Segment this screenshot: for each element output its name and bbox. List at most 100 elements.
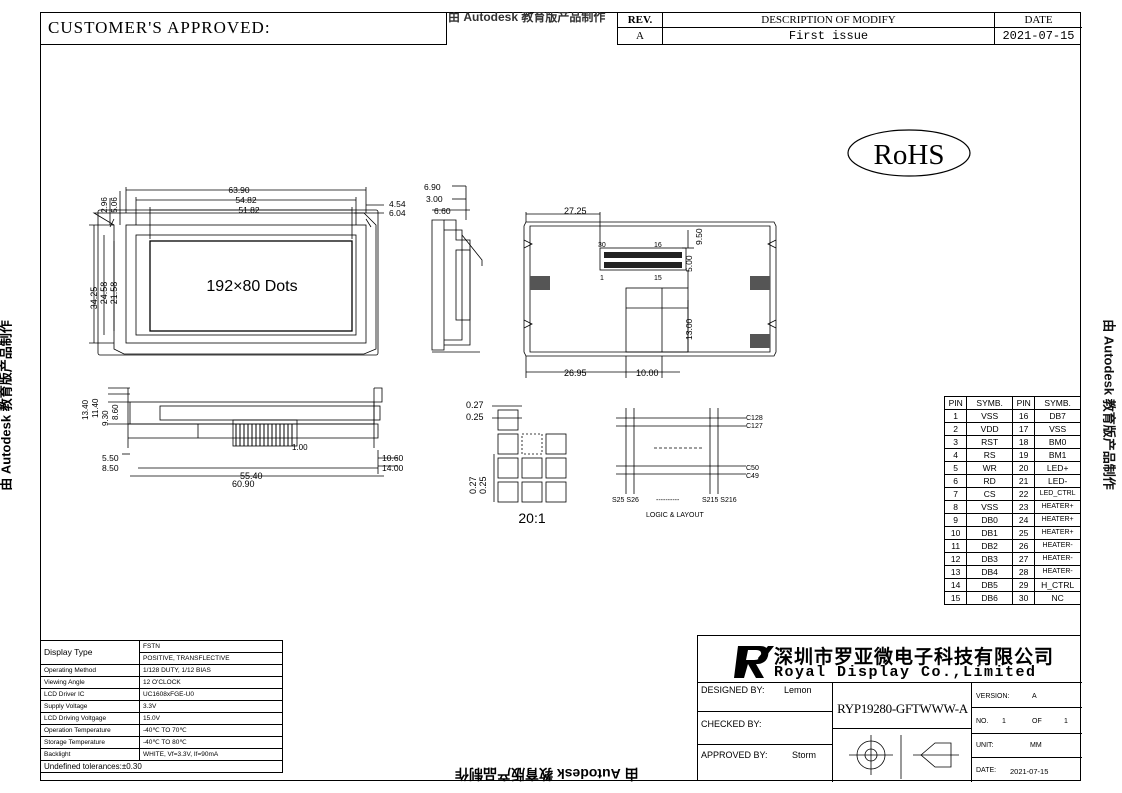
dim-0-27-top: 0.27 <box>466 400 484 410</box>
pin-symbol: RS <box>966 448 1013 462</box>
dim-0-25-side: 0.25 <box>478 476 488 494</box>
watermark-bottom: 由 Autodesk 教育版产品制作 <box>455 766 639 782</box>
pin-symbol: HEATER- <box>1034 552 1081 566</box>
customer-approved-label: CUSTOMER'S APPROVED: <box>40 12 447 45</box>
dim-27-25: 27.25 <box>564 206 587 216</box>
desc-label: DESCRIPTION OF MODIFY <box>663 12 995 28</box>
spec-label: LCD Driving Voltgage <box>40 712 140 725</box>
spec-value: FSTN <box>139 640 283 653</box>
pin-symbol: VSS <box>966 500 1013 514</box>
pin-number: 12 <box>943 552 968 566</box>
dim-9-50: 9.50 <box>694 228 704 245</box>
pin-number: 19 <box>1011 448 1036 462</box>
pin-header: PIN <box>943 396 968 410</box>
dim-26-95: 26.95 <box>564 368 587 378</box>
version-label: VERSION: <box>976 693 1010 700</box>
pin-number: 17 <box>1011 422 1036 436</box>
pin-number: 9 <box>943 513 968 527</box>
dim-9-30: 9.30 <box>101 410 110 426</box>
spec-value: 3.3V <box>139 700 283 713</box>
rev-value: A <box>618 28 663 44</box>
c50-label: C50 <box>746 465 759 472</box>
spec-label: LCD Driver IC <box>40 688 140 701</box>
dim-8-50: 8.50 <box>102 463 119 473</box>
pin-symbol: VDD <box>966 422 1013 436</box>
s-right-label: S215 S216 <box>702 497 737 504</box>
spec-row: Display Type FSTN <box>40 640 283 665</box>
pin-symbol: RST <box>966 435 1013 449</box>
spec-value: 1/128 DUTY, 1/12 BIAS <box>139 664 283 677</box>
designed-label: DESIGNED BY: <box>701 685 765 695</box>
unit-label: UNIT: <box>976 742 994 749</box>
spec-label: Supply Voltage <box>40 700 140 713</box>
pin-symbol: BM1 <box>1034 448 1081 462</box>
part-number: RYP19280-GFTWWW-A <box>837 701 968 716</box>
pin-symbol: HEATER+ <box>1034 513 1081 527</box>
pin-number: 22 <box>1011 487 1036 501</box>
scale-label: 20:1 <box>518 510 545 526</box>
spec-row: Undefined tolerances:±0.30 <box>40 760 283 773</box>
pin-number: 8 <box>943 500 968 514</box>
projection-symbol <box>833 729 972 782</box>
pin-symbol: VSS <box>1034 422 1081 436</box>
spec-label: Storage Temperature <box>40 736 140 749</box>
dim-10-00: 10.00 <box>636 368 659 378</box>
spec-value: 15.0V <box>139 712 283 725</box>
dim-60-90: 60.90 <box>232 479 255 489</box>
no-label: NO. <box>976 718 989 725</box>
dim-13-40: 13.40 <box>81 399 90 420</box>
revision-block: REV. DESCRIPTION OF MODIFY DATE A First … <box>617 12 1082 45</box>
tolerance-note: Undefined tolerances:±0.30 <box>40 760 283 773</box>
drawing-frame <box>40 12 1081 781</box>
logic-caption: LOGIC & LAYOUT <box>646 512 705 519</box>
dim-14-00: 14.00 <box>382 463 404 473</box>
pin-symbol: H_CTRL <box>1034 578 1081 592</box>
pin-number: 24 <box>1011 513 1036 527</box>
checked-label: CHECKED BY: <box>701 719 762 729</box>
pin-symbol: HEATER- <box>1034 539 1081 553</box>
symb-header: SYMB. <box>1034 396 1081 410</box>
pin-symbol: RD <box>966 474 1013 488</box>
pin-symbol: DB2 <box>966 539 1013 553</box>
pin-symbol: HEATER+ <box>1034 500 1081 514</box>
approved-label: APPROVED BY: <box>701 750 768 760</box>
designed-value: Lemon <box>784 685 812 695</box>
watermark-top: 由 Autodesk 教育版产品制作 <box>448 12 606 24</box>
dim-34-25: 34.25 <box>89 287 99 310</box>
pin-number: 21 <box>1011 474 1036 488</box>
pin-number: 3 <box>943 435 968 449</box>
spec-label: Operation Temperature <box>40 724 140 737</box>
company-name-cn: 深圳市罗亚微电子科技有限公司 <box>774 647 1055 668</box>
pin-symbol: DB4 <box>966 565 1013 579</box>
of-label: OF <box>1032 718 1042 725</box>
dim-5-06: 5.06 <box>110 197 119 213</box>
dot-detail-drawing: 0.27 0.25 0.27 0.25 20:1 <box>466 400 567 526</box>
watermark-left: 由 Autodesk 教育版产品制作 <box>0 320 14 491</box>
spec-value: POSITIVE, TRANSFLECTIVE <box>139 652 283 665</box>
dim-6-04: 6.04 <box>389 208 406 218</box>
pin-number: 15 <box>943 591 968 605</box>
pin-header: PIN <box>1011 396 1036 410</box>
logic-layout-drawing: C128 C127 C50 C49 S25 S26 ---------- S21… <box>612 408 763 519</box>
pin-symbol: NC <box>1034 591 1081 605</box>
unit-value: MM <box>1030 742 1042 749</box>
version-value: A <box>1032 693 1037 700</box>
dim-54-82: 54.82 <box>235 195 257 205</box>
pin-number: 6 <box>943 474 968 488</box>
dim-6-90: 6.90 <box>424 182 441 192</box>
pin-symbol: VSS <box>966 409 1013 423</box>
pin-number: 10 <box>943 526 968 540</box>
of-value: 1 <box>1064 718 1068 725</box>
